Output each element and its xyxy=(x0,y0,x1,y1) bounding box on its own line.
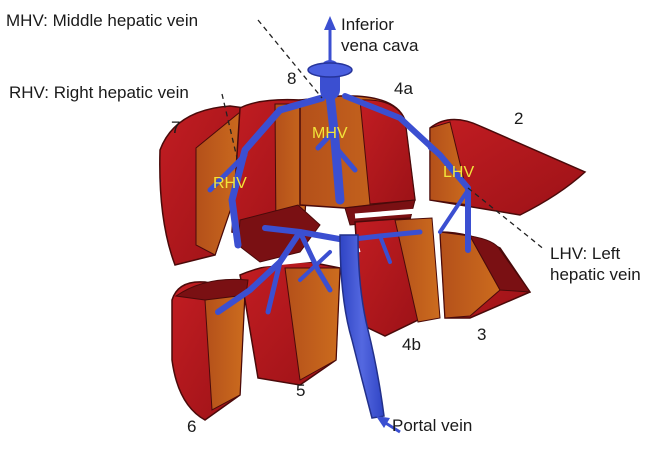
segment-8-label: 8 xyxy=(287,69,296,88)
ivc-opening xyxy=(308,63,352,77)
segment-7-label: 7 xyxy=(171,118,180,137)
segment-4a-label: 4a xyxy=(394,79,413,98)
lhv-vein-label: LHV xyxy=(443,164,474,181)
ivc-arrow xyxy=(324,16,336,62)
portal-vein-label: Portal vein xyxy=(392,416,472,435)
rhv-label: RHV: Right hepatic vein xyxy=(9,83,189,102)
lhv-label-line2: hepatic vein xyxy=(550,265,641,284)
rhv-vein-label: RHV xyxy=(213,175,247,192)
segment-4b-label: 4b xyxy=(402,335,421,354)
segment-3-label: 3 xyxy=(477,325,486,344)
segment-6-label: 6 xyxy=(187,417,196,436)
ivc-label-line1: Inferior xyxy=(341,15,394,34)
mhv-label: MHV: Middle hepatic vein xyxy=(6,11,198,30)
segment-3-block xyxy=(440,232,530,318)
segment-5-label: 5 xyxy=(296,381,305,400)
mhv-vein-label: MHV xyxy=(312,125,348,142)
segment-2-label: 2 xyxy=(514,109,523,128)
ivc-label-line2: vena cava xyxy=(341,36,419,55)
lhv-label-line1: LHV: Left xyxy=(550,244,621,263)
